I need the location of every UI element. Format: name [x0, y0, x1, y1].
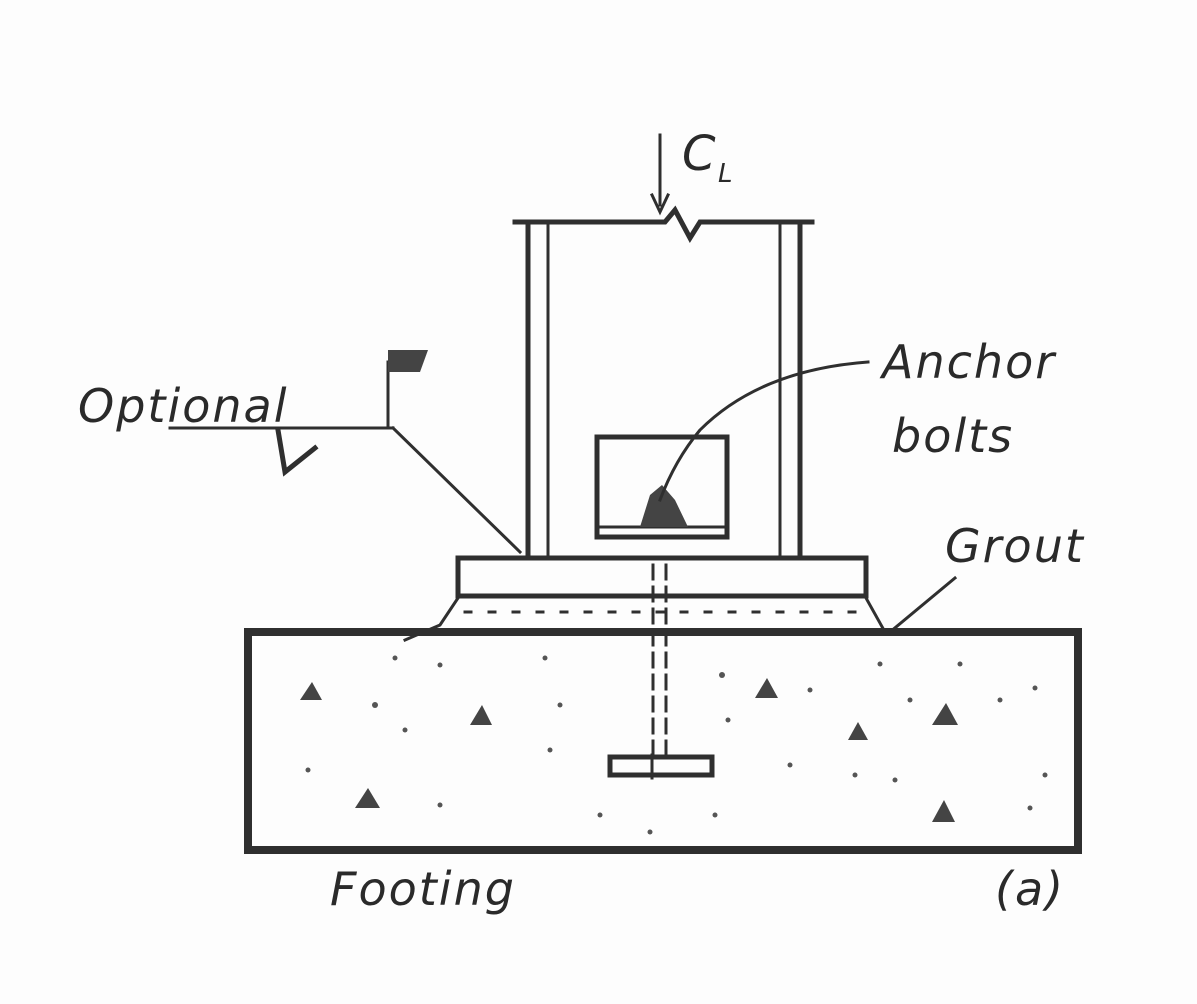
grout-label: Grout — [945, 519, 1085, 573]
concrete-aggregate — [300, 655, 1048, 835]
base-plate — [455, 555, 869, 599]
anchor-bolts-label-line2: bolts — [892, 409, 1014, 463]
anchor-bolts-callout: Anchor bolts — [658, 335, 1057, 502]
anchor-bolt — [607, 563, 715, 780]
anchor-bolt-chair — [594, 434, 730, 540]
footing — [244, 628, 1082, 854]
anchor-bolts-label-line1: Anchor — [879, 335, 1057, 389]
centerline-subscript: L — [718, 159, 735, 189]
footing-label: Footing — [330, 862, 516, 916]
column — [512, 205, 815, 561]
optional-label: Optional — [78, 379, 289, 433]
grout-callout: Grout — [887, 519, 1085, 635]
centerline-label: C — [682, 126, 718, 182]
figure-tag: (a) — [995, 862, 1065, 916]
weld-symbol: Optional — [78, 350, 523, 555]
centerline-marker: C L — [650, 126, 735, 216]
